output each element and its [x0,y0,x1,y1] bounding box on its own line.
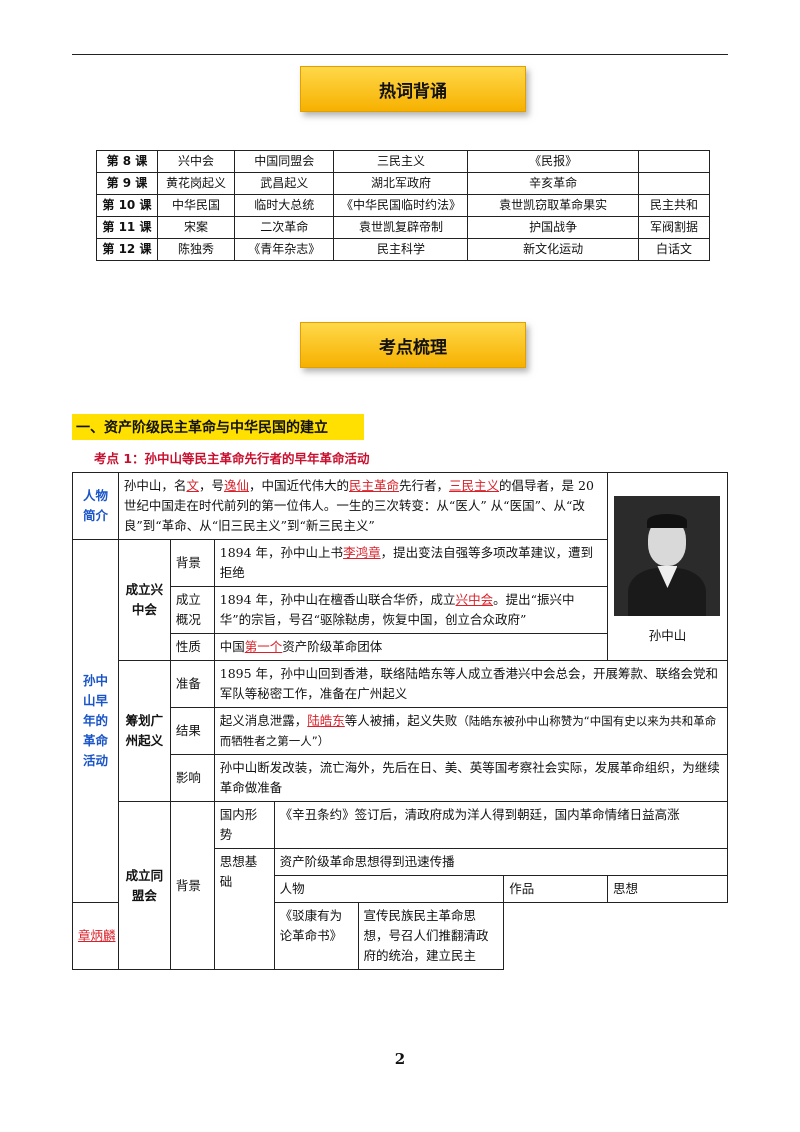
keyword-cell: 武昌起义 [234,172,335,195]
keyword-cell: 袁世凯复辟帝制 [333,216,469,239]
thought-text: 资产阶级革命思想得到迅速传播 [273,848,729,876]
thought-cell: 宣传民族民主革命思想，号召人们推翻清政府的统治，建立民主 [357,902,505,970]
zhang-binglin-highlight: 章炳麟 [78,928,116,943]
col-thought: 思想 [606,875,729,903]
keyword-cell: 新文化运动 [467,238,639,261]
keyword-cell: 中华民国 [156,194,236,217]
keyword-cell: 湖北军政府 [333,172,469,195]
keyword-cell: 军阀割据 [637,216,711,239]
keyword-cell: 民主科学 [333,238,469,261]
tongmeng-bg-label: 背景 [169,801,215,970]
guangzhou-impact-label: 影响 [169,754,215,802]
keyword-cell: 中国同盟会 [234,150,335,173]
lesson-cell: 第 12 课 [96,238,158,261]
xingzhong-found-text: 1894 年，孙中山在檀香山联合华侨，成立兴中会。提出“振兴中华”的宗旨，号召“… [213,586,608,634]
lesson-cell: 第 9 课 [96,172,158,195]
name-highlight: 文 [186,478,199,493]
keyword-cell: 民主共和 [637,194,711,217]
keyword-cell: 宋案 [156,216,236,239]
xingzhong-nature-label: 性质 [169,633,215,661]
keyword-row: 第 11 课宋案二次革命袁世凯复辟帝制护国战争军阀割据 [96,216,711,239]
xingzhong-label: 成立兴中会 [117,539,171,661]
profile-text: 孙中山，名文，号逸仙，中国近代伟大的民主革命先行者，三民主义的倡导者，是 20 … [117,472,608,540]
domestic-label: 国内形势 [213,801,275,849]
keyword-cell: 二次革命 [234,216,335,239]
profile-row: 人物简介 孙中山，名文，号逸仙，中国近代伟大的民主革命先行者，三民主义的倡导者，… [72,472,729,661]
guangzhou-result-label: 结果 [169,707,215,755]
keyword-cell: 《民报》 [467,150,639,173]
keyword-table: 第 8 课兴中会中国同盟会三民主义《民报》第 9 课黄花岗起义武昌起义湖北军政府… [96,150,711,261]
keyword-cell: 《青年杂志》 [234,238,335,261]
lesson-cell: 第 11 课 [96,216,158,239]
first-highlight: 第一个 [244,639,283,654]
keyword-cell: 护国战争 [467,216,639,239]
xingzhong-bg-label: 背景 [169,539,215,587]
keyword-row: 第 10 课中华民国临时大总统《中华民国临时约法》袁世凯窃取革命果实民主共和 [96,194,711,217]
keyword-cell: 辛亥革命 [467,172,639,195]
point-heading: 考点 1：孙中山等民主革命先行者的早年革命活动 [94,451,370,466]
domestic-text: 《辛丑条约》签订后，清政府成为洋人得到朝廷，国内革命情绪日益高涨 [273,801,729,849]
header-rule [72,54,728,55]
keyword-row: 第 9 课黄花岗起义武昌起义湖北军政府辛亥革命 [96,172,711,195]
guangzhou-impact-text: 孙中山断发改装，流亡海外，先后在日、美、英等国考察社会实际，发展革命组织，为继续… [213,754,729,802]
thought-label: 思想基础 [213,848,275,970]
keyword-row: 第 8 课兴中会中国同盟会三民主义《民报》 [96,150,711,173]
keyword-cell: 陈独秀 [156,238,236,261]
three-principles-highlight: 三民主义 [449,478,500,493]
lesson-cell: 第 8 课 [96,150,158,173]
portrait-photo [614,496,721,616]
alias-highlight: 逸仙 [223,478,249,493]
key-points-banner: 考点梳理 [300,322,526,368]
activities-table: 人物简介 孙中山，名文，号逸仙，中国近代伟大的民主革命先行者，三民主义的倡导者，… [72,472,729,970]
keyword-cell: 《中华民国临时约法》 [333,194,469,217]
keyword-cell: 袁世凯窃取革命果实 [467,194,639,217]
keyword-row: 第 12 课陈独秀《青年杂志》民主科学新文化运动白话文 [96,238,711,261]
lu-haodong-highlight: 陆皓东 [307,713,345,728]
guangzhou-result-text: 起义消息泄露，陆皓东等人被捕，起义失败（陆皓东被孙中山称赞为“中国有史以来为共和… [213,707,729,755]
keyword-cell: 兴中会 [156,150,236,173]
person-cell: 章炳麟 [72,902,171,970]
activities-label: 孙中山早年的革命活动 [72,539,119,903]
keyword-cell [637,172,711,195]
xingzhong-found-label: 成立概况 [169,586,215,634]
portrait-cell: 孙中山 [606,472,729,661]
profile-label: 人物简介 [72,472,119,540]
xingzhonghui-highlight: 兴中会 [455,592,494,607]
li-hongzhang-highlight: 李鸿章 [343,545,381,560]
revolution-highlight: 民主革命 [349,478,400,493]
work-cell: 《驳康有为论革命书》 [273,902,359,970]
page-number: 2 [394,1050,406,1068]
keyword-cell [637,150,711,173]
xingzhong-bg-text: 1894 年，孙中山上书李鸿章，提出变法自强等多项改革建议，遭到拒绝 [213,539,608,587]
col-work: 作品 [503,875,608,903]
keyword-cell: 白话文 [637,238,711,261]
keyword-cell: 黄花岗起义 [156,172,236,195]
keyword-cell: 三民主义 [333,150,469,173]
guangzhou-label: 筹划广州起义 [117,660,171,802]
guangzhou-prep-text: 1895 年，孙中山回到香港，联络陆皓东等人成立香港兴中会总会，开展筹款、联络会… [213,660,729,708]
col-person: 人物 [273,875,505,903]
portrait-caption: 孙中山 [648,628,687,643]
lesson-cell: 第 10 课 [96,194,158,217]
section-title: 一、资产阶级民主革命与中华民国的建立 [72,414,364,440]
lu-haodong-note: （陆皓东被孙中山称赞为“中国有史以来为共和革命而牺牲者之第一人”） [219,714,717,748]
xingzhong-nature-text: 中国第一个资产阶级革命团体 [213,633,608,661]
keyword-cell: 临时大总统 [234,194,335,217]
hot-words-banner: 热词背诵 [300,66,526,112]
guangzhou-prep-label: 准备 [169,660,215,708]
